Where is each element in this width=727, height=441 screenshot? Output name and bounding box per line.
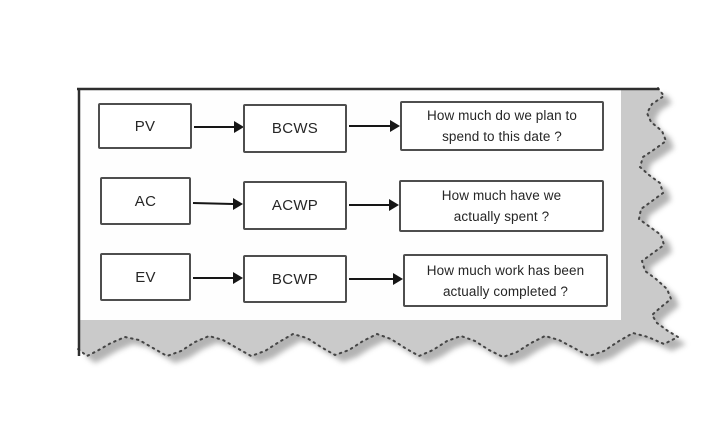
arrowhead-ev-bcwp xyxy=(233,272,243,284)
question-work-completed: How much work has been actually complete… xyxy=(426,262,585,299)
arrows-layer xyxy=(192,120,403,285)
question-box-plan-to-spend: How much do we plan to spend to this dat… xyxy=(400,101,604,151)
question-box-actually-spent: How much have we actually spent ? xyxy=(399,180,604,232)
ac-box: AC xyxy=(100,177,191,225)
torn-edge-speckles xyxy=(77,87,681,359)
bcwp-label: BCWP xyxy=(271,270,319,288)
arrow-ac-acwp xyxy=(192,202,234,205)
bcwp-box: BCWP xyxy=(243,255,347,303)
question-actually-spent: How much have we actually spent ? xyxy=(441,188,562,224)
question-plan-to-spend: How much do we plan to spend to this dat… xyxy=(426,108,578,144)
ev-box: EV xyxy=(100,253,191,301)
arrowhead-bcws-question xyxy=(390,120,400,132)
acwp-label: ACWP xyxy=(271,197,319,214)
bcws-box: BCWS xyxy=(243,104,347,153)
bcws-label: BCWS xyxy=(271,120,319,137)
arrowhead-bcwp-question xyxy=(393,273,403,285)
acwp-box: ACWP xyxy=(243,181,347,230)
arrowhead-acwp-question xyxy=(389,199,399,211)
ac-label: AC xyxy=(134,192,157,210)
arrowhead-pv-bcws xyxy=(234,121,244,133)
pv-box: PV xyxy=(98,103,192,149)
pv-label: PV xyxy=(134,117,156,135)
question-box-work-completed: How much work has been actually complete… xyxy=(403,254,608,307)
arrowhead-ac-acwp xyxy=(233,198,243,210)
ev-label: EV xyxy=(135,268,156,286)
